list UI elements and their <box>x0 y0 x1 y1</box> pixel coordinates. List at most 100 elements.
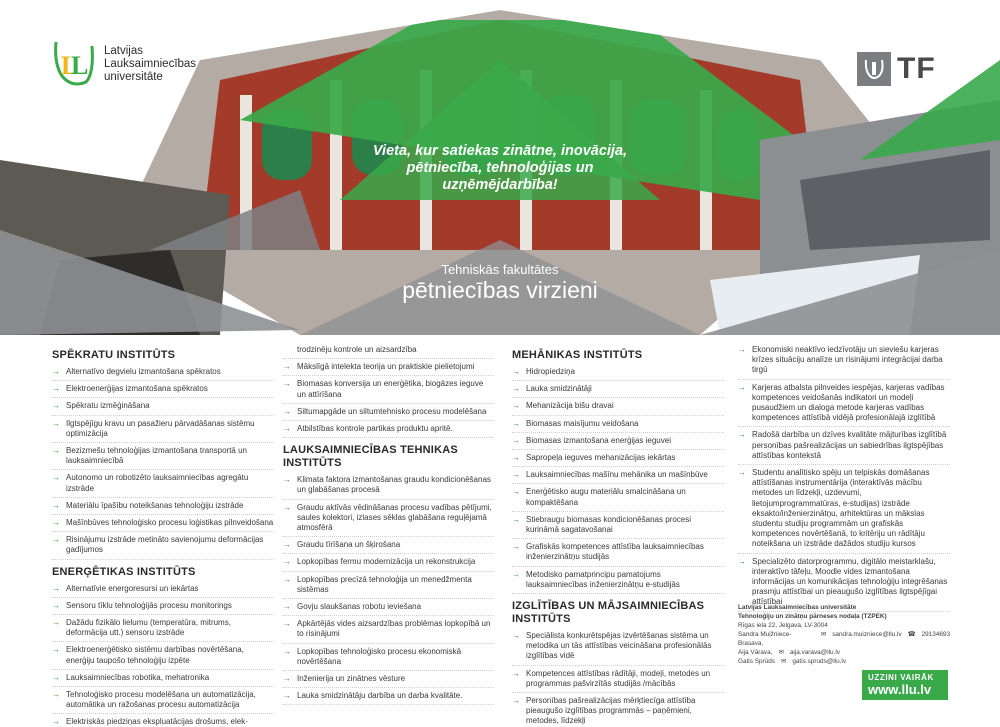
list-item: Biomasas konversija un enerģētika, biogā… <box>283 379 493 404</box>
contact-row-1: Sandra Muižniece-Brasava, ✉ sandra.muizn… <box>738 630 950 648</box>
list-item: Ekonomiski neaktīvo iedzīvotāju un sievi… <box>738 345 950 380</box>
list-izglitibas: Speciālista konkurētspējas izvērtēšanas … <box>512 631 724 727</box>
contact-phone[interactable]: 29134693 <box>921 631 950 638</box>
contact-row-3: Gatis Sprūds ✉ gatis.spruds@llu.lv <box>738 657 950 666</box>
university-name: Latvijas Lauksaimniecības universitāte <box>104 45 196 84</box>
list-item: Elektriskās piedziņas ekspluatācijas dro… <box>52 717 274 727</box>
column-2: trodzinēju kontrole un aizsardzība Māksl… <box>283 345 493 708</box>
list-item: Sapropeļa ieguves mehanizācijas iekārtas <box>512 453 724 468</box>
learn-more-label: UZZINI VAIRĀK <box>868 673 934 682</box>
logo-line-2: Lauksaimniecības <box>104 57 197 70</box>
slogan: Vieta, kur satiekas zinātne, inovācija, … <box>372 143 628 193</box>
list-item: Lopkopības tehnoloģisko procesu ekonomis… <box>283 647 493 672</box>
list-item: Personības pašrealizācijas mērķtiecīga a… <box>512 696 724 727</box>
list-item: Graudu tīrīšana un šķirošana <box>283 540 493 555</box>
list-item: Materiālu īpašību noteikšanas tehnoloģij… <box>52 501 274 516</box>
list-item: Elektroenerģētisko sistēmu darbības novē… <box>52 645 274 670</box>
list-item: Klimata faktora izmantošanas graudu kond… <box>283 475 493 500</box>
list-mehanikas: Hidropiedziņa Lauka smidzinātāji Mehaniz… <box>512 367 724 595</box>
contact-name: Sandra Muižniece-Brasava, <box>738 631 792 647</box>
contact-email-link[interactable]: aija.varava@llu.lv <box>789 649 841 656</box>
section-title-mehanikas: MEHĀNIKAS INSTITŪTS <box>512 349 643 361</box>
list-item: Lauksaimniecības mašīnu mehānika un mašī… <box>512 470 724 485</box>
list-item: Alternatīvie energoresursi un iekārtas <box>52 584 274 598</box>
list-item: Kompetences attīstības rādītāji, modeļi,… <box>512 669 724 694</box>
hero-collage <box>0 0 1000 335</box>
list-item: Specializēto datorprogrammu, digitālo me… <box>738 557 950 612</box>
list-item: Spēkratu izmēģināšana <box>52 401 274 416</box>
list-item: Lopkopības precīzā tehnoloģija un menedž… <box>283 575 493 600</box>
list-item: Inženierija un zinātnes vēsture <box>283 674 493 689</box>
list-item: Tehnoloģisko procesu modelēšana un autom… <box>52 690 274 715</box>
university-logo[interactable]: L L Latvijas Lauksaimniecības universitā… <box>52 38 196 90</box>
contact-org-2: Tehnoloģiju un zinātņu pārneses nodaļa (… <box>738 613 887 620</box>
column-4: Ekonomiski neaktīvo iedzīvotāju un sievi… <box>738 345 950 615</box>
list-item: Siltumapgāde un siltumtehnisko procesu m… <box>283 407 493 422</box>
website-link[interactable]: www.llu.lv <box>868 682 932 697</box>
phone-icon: ☎ <box>907 631 916 638</box>
list-item: Graudu aktīvās vēdināšanas procesu vadīb… <box>283 503 493 538</box>
list-item: Stiebraugu biomasas kondicionēšanas proc… <box>512 515 724 540</box>
list-item: Studentu analītisko spēju un telpiskās d… <box>738 468 950 554</box>
email-icon: ✉ <box>780 658 787 665</box>
list-item: Bezizmešu tehnoloģijas izmantošana trans… <box>52 446 274 471</box>
list-item: Lopkopības fermu modernizācija un rekons… <box>283 557 493 572</box>
contact-address: Rīgas iela 22, Jelgava, LV-3004 <box>738 622 828 629</box>
list-item: Hidropiedziņa <box>512 367 724 382</box>
llu-emblem-icon: L L <box>54 41 94 86</box>
list-item: Elektroenerģijas izmantošana spēkratos <box>52 384 274 399</box>
contact-name: Aija Vārava, <box>738 649 773 656</box>
contact-email-link[interactable]: gatis.spruds@llu.lv <box>792 658 847 665</box>
email-icon: ✉ <box>820 631 827 638</box>
email-icon: ✉ <box>778 649 784 656</box>
list-item: Alternatīvo degvielu izmantošana spēkrat… <box>52 367 274 382</box>
list-izglitibas-continued: Ekonomiski neaktīvo iedzīvotāju un sievi… <box>738 345 950 612</box>
section-title-energetikas: ENERĢĒTIKAS INSTITŪTS <box>52 565 196 578</box>
contact-email-link[interactable]: sandra.muizniece@llu.lv <box>832 631 902 638</box>
learn-more-banner[interactable]: UZZINI VAIRĀK www.llu.lv <box>862 670 948 700</box>
svg-text:L: L <box>61 51 78 80</box>
hero-banner: L L Latvijas Lauksaimniecības universitā… <box>0 0 1000 335</box>
contact-row-2: Aija Vārava, ✉ aija.varava@llu.lv <box>738 648 950 657</box>
list-item: Mehanizācija bišu dravai <box>512 401 724 416</box>
column-3: MEHĀNIKAS INSTITŪTS Hidropiedziņa Lauka … <box>512 345 724 727</box>
list-spekratu: Alternatīvo degvielu izmantošana spēkrat… <box>52 367 274 560</box>
section-title-izglitibas: IZGLĪTĪBAS UN MĀJSAIMNIECĪBAS INSTITŪTS <box>512 600 705 626</box>
list-item: Ilgtspējīgu kravu un pasažieru pārvadāša… <box>52 419 274 444</box>
list-item: Govju slaukšanas robotu ieviešana <box>283 602 493 617</box>
contact-org-1: Latvijas Lauksaimniecības universitāte <box>738 604 857 611</box>
list-lauksaimniecibas-tehnikas: Klimata faktora izmantošanas graudu kond… <box>283 475 493 706</box>
list-item: Sensoru tīklu tehnoloģijās procesu monit… <box>52 601 274 616</box>
faculty-abbreviation: TF <box>897 52 936 85</box>
list-energetikas-continued: trodzinēju kontrole un aizsardzība Māksl… <box>283 345 493 439</box>
list-item: Lauka smidzinātāju darbība un darba kval… <box>283 691 493 706</box>
list-item: Atbilstības kontrole partikas produktu a… <box>283 424 493 439</box>
contact-name: Gatis Sprūds <box>738 658 775 665</box>
list-item: Apkārtējās vides aizsardzības problēmas … <box>283 619 493 644</box>
list-item: Biomasas izmantošana enerģijas ieguvei <box>512 436 724 451</box>
column-1: SPĒKRATU INSTITŪTS Alternatīvo degvielu … <box>52 345 274 727</box>
list-item-continuation: trodzinēju kontrole un aizsardzība <box>283 345 493 360</box>
list-item: Speciālista konkurētspējas izvērtēšanas … <box>512 631 724 666</box>
contact-block: Latvijas Lauksaimniecības universitāte T… <box>738 603 950 666</box>
list-item: Autonomo un robotizēto lauksaimniecības … <box>52 473 274 498</box>
list-item: Lauksaimniecības robotika, mehatronika <box>52 673 274 688</box>
page-title: pētniecības virzieni <box>402 277 598 303</box>
svg-text:L: L <box>71 51 88 80</box>
subtitle-small: Tehniskās fakultātes <box>441 262 559 277</box>
faculty-emblem-icon <box>857 52 891 86</box>
faculty-logo[interactable]: TF <box>857 52 936 86</box>
list-item: Mašīnbūves tehnoloģisko procesu loģistik… <box>52 518 274 533</box>
list-item: Karjeras atbalsta pilnveides iespējas, k… <box>738 383 950 428</box>
list-item: Metodisko pamatprincipu pamatojums lauks… <box>512 570 724 595</box>
list-item: Radošā darbība un dzīves kvalitāte mājtu… <box>738 430 950 466</box>
logo-line-3: universitāte <box>104 70 163 83</box>
section-title-lauksaimniecibas-tehnikas: LAUKSAIMNIECĪBAS TEHNIKAS INSTITŪTS <box>283 444 458 470</box>
list-energetikas: Alternatīvie energoresursi un iekārtas S… <box>52 584 274 727</box>
list-item: Dažādu fizikālo lielumu (temperatūra, mi… <box>52 618 274 643</box>
list-item: Biomasas maisījumu veidošana <box>512 419 724 433</box>
logo-line-1: Latvijas <box>104 44 143 57</box>
section-title-spekratu: SPĒKRATU INSTITŪTS <box>52 349 176 361</box>
list-item: Mākslīgā intelekta teorija un praktiskie… <box>283 362 493 377</box>
list-item: Lauka smidzinātāji <box>512 384 724 399</box>
